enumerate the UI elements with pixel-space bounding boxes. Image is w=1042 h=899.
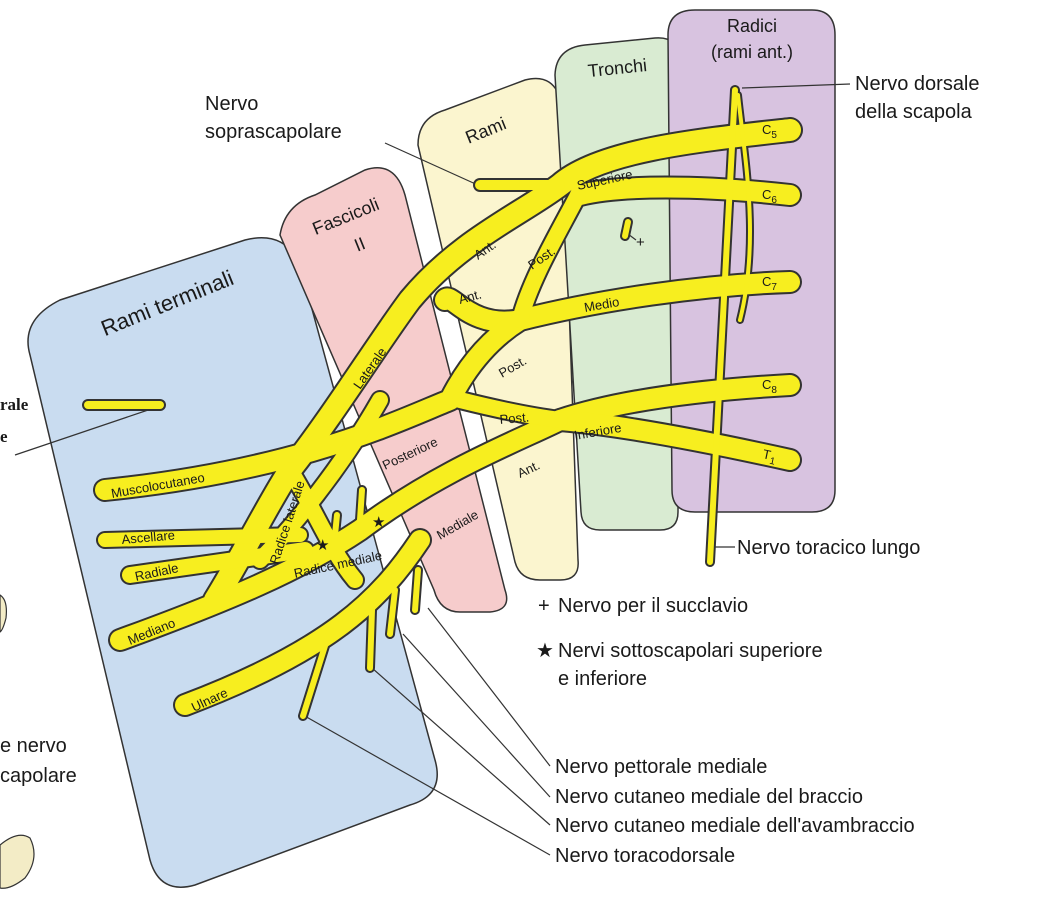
subscapular-mark-1: ★ <box>316 537 329 554</box>
bone-fragment-mid <box>0 595 6 632</box>
legend-star-text-2: e inferiore <box>558 668 647 690</box>
division-post-inferior: Post. <box>499 409 530 427</box>
heading-roots-2: (rami ant.) <box>711 42 793 62</box>
callout-dorsal-scapular-2: della scapola <box>855 101 973 123</box>
callout-thoracodorsal-partial-2: capolare <box>0 765 77 787</box>
heading-roots-1: Radici <box>727 16 777 36</box>
callout-lateral-pectoral-2: e <box>0 427 8 446</box>
callout-thoracodorsal-partial-1: e nervo <box>0 735 67 757</box>
callout-medial-pectoral: Nervo pettorale mediale <box>555 756 767 778</box>
bone-fragment-bottom <box>0 835 34 888</box>
callout-thoracodorsal: Nervo toracodorsale <box>555 845 735 867</box>
callout-medial-cutaneous-forearm: Nervo cutaneo mediale dell'avambraccio <box>555 815 915 837</box>
callout-lateral-pectoral-1: rale <box>0 395 29 414</box>
callout-suprascapular-2: soprascapolare <box>205 121 342 143</box>
legend-plus-text: Nervo per il succlavio <box>558 595 748 617</box>
callout-medial-cutaneous-arm: Nervo cutaneo mediale del braccio <box>555 786 863 808</box>
legend-star-text-1: Nervi sottoscapolari superiore <box>558 640 823 662</box>
callout-suprascapular-1: Nervo <box>205 93 258 115</box>
callout-dorsal-scapular-1: Nervo dorsale <box>855 73 980 95</box>
legend: + Nervo per il succlavio ★ Nervi sottosc… <box>536 595 823 690</box>
subscapular-mark-2: ★ <box>372 514 385 531</box>
callout-long-thoracic: Nervo toracico lungo <box>737 537 920 559</box>
subclavius-mark: + <box>636 234 645 251</box>
legend-star-symbol: ★ <box>536 640 554 662</box>
legend-plus-symbol: + <box>538 595 550 617</box>
